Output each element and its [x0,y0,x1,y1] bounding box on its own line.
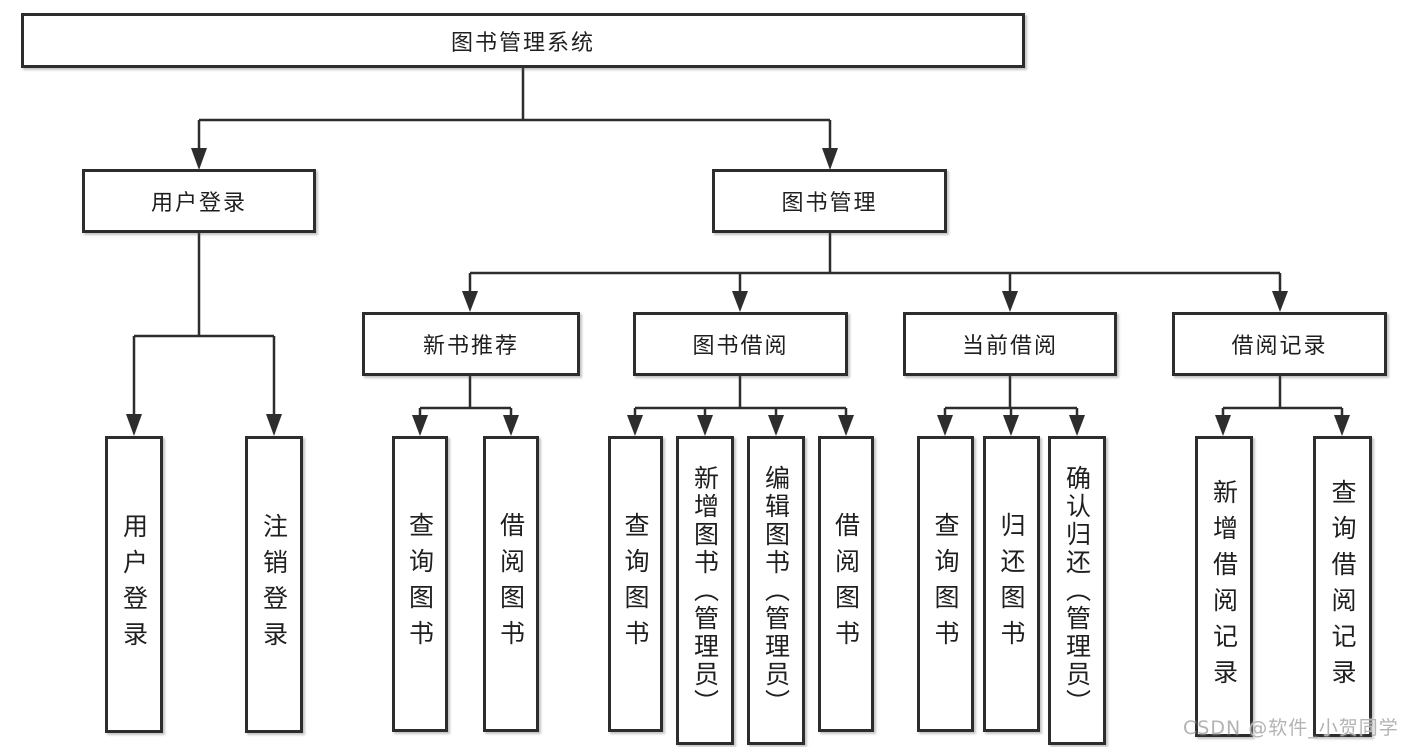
leaf-newrec-query-books: 查询图书 [392,436,448,732]
connector-root-to-level2 [191,68,838,170]
connector-borrow-records-to-leaves [1215,375,1350,436]
leaf-records-query-record: 查询借阅记录 [1313,436,1372,737]
node-new-book-recommend: 新书推荐 [362,312,580,376]
csdn-watermark: CSDN @软件_小贺同学 [1183,717,1399,739]
node-current-borrow: 当前借阅 [903,312,1117,376]
leaf-borrow-edit-books-admin: 编辑图书（管理员） [747,436,805,745]
leaf-user-login: 用户登录 [105,436,163,733]
leaf-current-confirm-return-admin: 确认归还（管理员） [1048,436,1106,745]
node-borrow-records: 借阅记录 [1172,312,1387,376]
leaf-records-add-record: 新增借阅记录 [1195,436,1253,737]
leaf-borrow-query-books: 查询图书 [608,436,663,732]
node-user-login: 用户登录 [82,169,316,233]
connector-current-borrow-to-leaves [937,375,1085,436]
leaf-newrec-borrow-books: 借阅图书 [483,436,539,732]
node-book-borrow: 图书借阅 [633,312,848,376]
leaf-current-return-books: 归还图书 [983,436,1040,732]
node-book-management: 图书管理 [712,169,947,233]
node-root: 图书管理系统 [21,13,1025,68]
leaf-borrow-borrow-books: 借阅图书 [818,436,874,732]
connector-book-mgmt-to-level3 [462,232,1288,312]
connector-new-book-to-leaves [412,375,519,436]
connector-book-borrow-to-leaves [627,375,854,436]
leaf-current-query-books: 查询图书 [917,436,974,732]
connector-user-login-to-leaves [126,232,282,436]
leaf-borrow-add-books-admin: 新增图书（管理员） [676,436,734,745]
leaf-logout: 注销登录 [245,436,303,733]
